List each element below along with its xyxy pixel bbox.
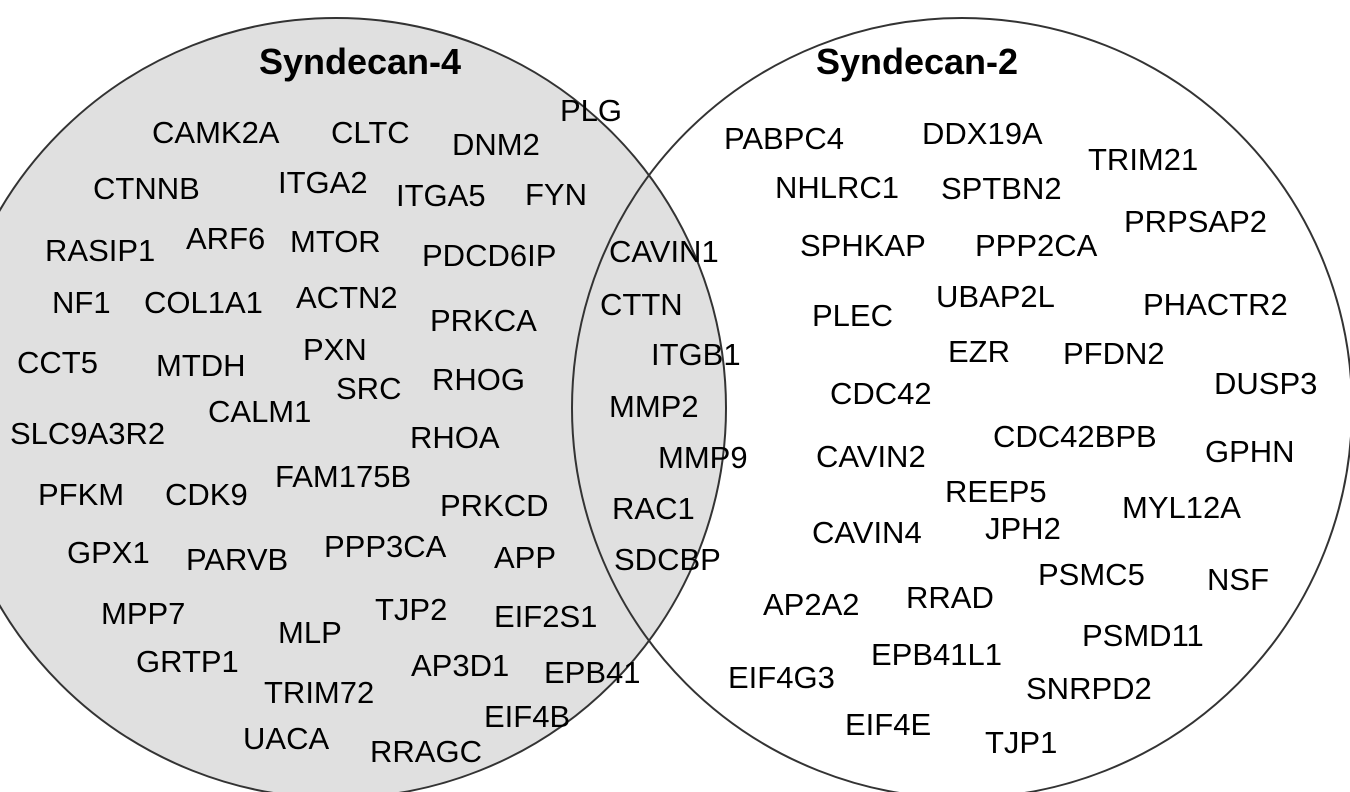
syndecan-4-gene-label: EIF2S1 <box>494 599 597 634</box>
syndecan-4-gene-label: GPX1 <box>67 535 150 570</box>
syndecan-4-gene-label: PLG <box>560 93 622 128</box>
syndecan-4-gene-label: PXN <box>303 332 367 367</box>
syndecan-2-gene-label: CDC42 <box>830 376 932 411</box>
syndecan-4-gene-label: RHOA <box>410 420 500 455</box>
syndecan-2-gene-label: PFDN2 <box>1063 336 1165 371</box>
shared-gene-label: SDCBP <box>614 542 721 577</box>
shared-gene-label: ITGB1 <box>651 337 741 372</box>
syndecan-4-gene-label: ACTN2 <box>296 280 398 315</box>
syndecan-2-gene-label: JPH2 <box>985 511 1061 546</box>
syndecan-2-gene-label: MYL12A <box>1122 490 1241 525</box>
syndecan-4-gene-list: CAMK2A CLTC DNM2 PLG CTNNB ITGA2 ITGA5 FYN RASIP… <box>10 93 641 769</box>
syndecan-4-gene-label: TJP2 <box>375 592 447 627</box>
syndecan-2-gene-label: CDC42BPB <box>993 419 1157 454</box>
shared-gene-label: CTTN <box>600 287 683 322</box>
syndecan-2-gene-label: GPHN <box>1205 434 1295 469</box>
syndecan-2-gene-label: PSMD11 <box>1082 618 1204 653</box>
syndecan-4-gene-label: MLP <box>278 615 342 650</box>
syndecan-4-gene-label: FYN <box>525 177 587 212</box>
syndecan-4-gene-label: APP <box>494 540 556 575</box>
syndecan-4-gene-label: PPP3CA <box>324 529 447 564</box>
syndecan-4-gene-label: TRIM72 <box>264 675 374 710</box>
syndecan-4-gene-label: ARF6 <box>186 221 265 256</box>
syndecan-4-gene-label: ITGA2 <box>278 165 368 200</box>
shared-gene-label: CAVIN1 <box>609 234 719 269</box>
syndecan-4-gene-label: RRAGC <box>370 734 482 769</box>
syndecan-2-gene-label: EPB41L1 <box>871 637 1002 672</box>
syndecan-4-gene-label: SRC <box>336 371 401 406</box>
syndecan-4-gene-label: MTDH <box>156 348 246 383</box>
syndecan-2-gene-label: UBAP2L <box>936 279 1055 314</box>
syndecan-2-gene-label: NHLRC1 <box>775 170 899 205</box>
syndecan-2-gene-label: EIF4E <box>845 707 931 742</box>
shared-gene-label: MMP2 <box>609 389 699 424</box>
syndecan-2-gene-label: EIF4G3 <box>728 660 835 695</box>
syndecan-4-title: Syndecan-4 <box>259 41 461 82</box>
syndecan-4-gene-label: CALM1 <box>208 394 311 429</box>
syndecan-2-gene-label: SNRPD2 <box>1026 671 1152 706</box>
syndecan-2-gene-label: REEP5 <box>945 474 1047 509</box>
syndecan-4-gene-label: RASIP1 <box>45 233 155 268</box>
syndecan-4-gene-label: AP3D1 <box>411 648 509 683</box>
syndecan-2-circle <box>571 17 1350 792</box>
syndecan-4-gene-label: EPB41 <box>544 655 641 690</box>
syndecan-4-gene-label: PRKCA <box>430 303 537 338</box>
syndecan-2-gene-label: SPTBN2 <box>941 171 1062 206</box>
syndecan-2-gene-label: PLEC <box>812 298 893 333</box>
syndecan-4-gene-label: FAM175B <box>275 459 411 494</box>
syndecan-4-gene-label: PFKM <box>38 477 124 512</box>
syndecan-2-gene-label: TRIM21 <box>1088 142 1198 177</box>
syndecan-4-gene-label: ITGA5 <box>396 178 486 213</box>
syndecan-2-gene-label: EZR <box>948 334 1010 369</box>
syndecan-2-title: Syndecan-2 <box>816 41 1018 82</box>
syndecan-4-gene-label: CCT5 <box>17 345 98 380</box>
syndecan-4-gene-label: PRKCD <box>440 488 549 523</box>
syndecan-2-gene-label: DDX19A <box>922 116 1043 151</box>
syndecan-2-gene-label: DUSP3 <box>1214 366 1317 401</box>
syndecan-2-gene-label: TJP1 <box>985 725 1057 760</box>
syndecan-4-gene-label: UACA <box>243 721 329 756</box>
syndecan-4-gene-label: RHOG <box>432 362 525 397</box>
syndecan-2-gene-label: NSF <box>1207 562 1269 597</box>
syndecan-2-gene-label: PPP2CA <box>975 228 1098 263</box>
syndecan-4-gene-label: DNM2 <box>452 127 540 162</box>
shared-gene-label: MMP9 <box>658 440 748 475</box>
shared-gene-label: RAC1 <box>612 491 695 526</box>
syndecan-4-gene-label: COL1A1 <box>144 285 263 320</box>
syndecan-2-gene-label: SPHKAP <box>800 228 926 263</box>
syndecan-4-gene-label: PDCD6IP <box>422 238 556 273</box>
syndecan-2-gene-label: PHACTR2 <box>1143 287 1288 322</box>
syndecan-4-gene-label: MPP7 <box>101 596 185 631</box>
syndecan-2-gene-label: PRPSAP2 <box>1124 204 1267 239</box>
syndecan-4-gene-label: NF1 <box>52 285 111 320</box>
syndecan-4-gene-label: SLC9A3R2 <box>10 416 165 451</box>
syndecan-4-gene-label: CDK9 <box>165 477 248 512</box>
syndecan-2-gene-label: PABPC4 <box>724 121 844 156</box>
syndecan-2-gene-label: CAVIN4 <box>812 515 922 550</box>
syndecan-4-gene-label: EIF4B <box>484 699 570 734</box>
syndecan-4-circle <box>0 17 727 792</box>
syndecan-2-gene-label: CAVIN2 <box>816 439 926 474</box>
syndecan-4-gene-label: MTOR <box>290 224 381 259</box>
syndecan-4-gene-label: CTNNB <box>93 171 200 206</box>
syndecan-4-gene-label: CLTC <box>331 115 410 150</box>
syndecan-2-gene-label: RRAD <box>906 580 994 615</box>
syndecan-2-gene-label: AP2A2 <box>763 587 860 622</box>
syndecan-2-gene-label: PSMC5 <box>1038 557 1145 592</box>
syndecan-4-gene-label: CAMK2A <box>152 115 280 150</box>
syndecan-4-gene-label: PARVB <box>186 542 288 577</box>
syndecan-4-gene-label: GRTP1 <box>136 644 239 679</box>
